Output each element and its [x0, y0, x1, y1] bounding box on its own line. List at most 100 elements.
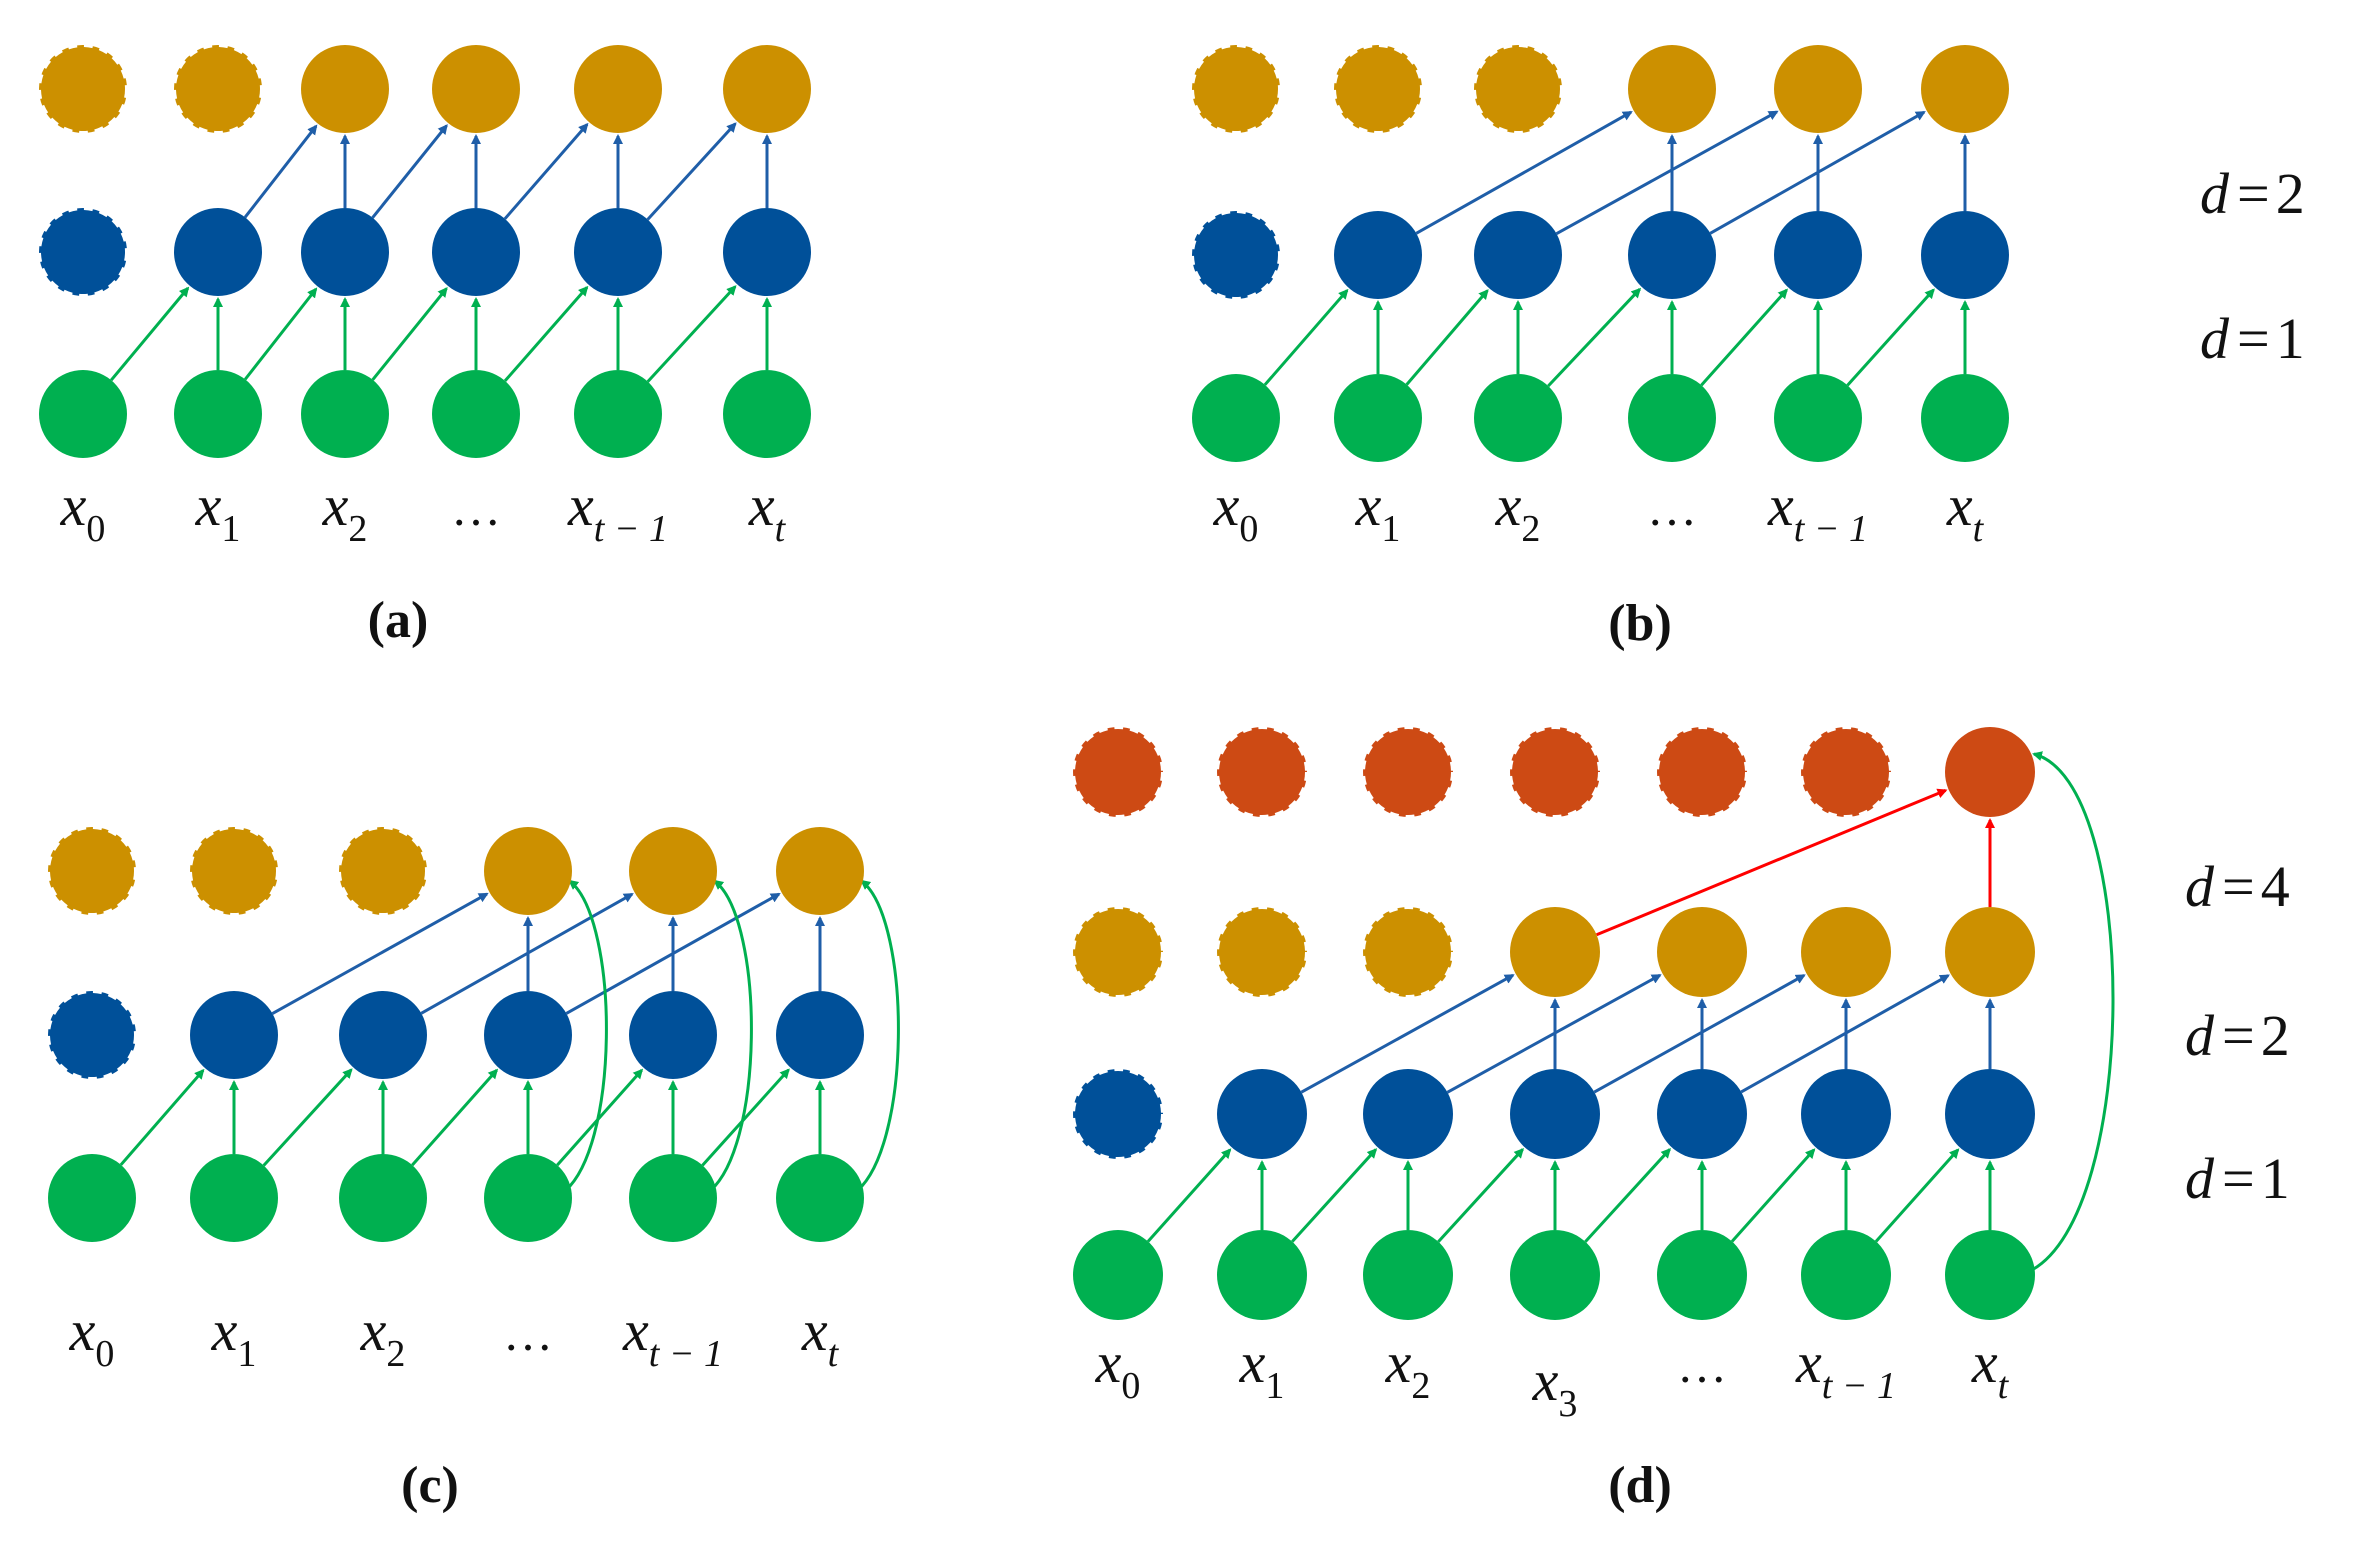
layer2-node-0 [1190, 43, 1282, 135]
caption-c: (c) [401, 1457, 459, 1514]
layer3-node-2 [1361, 725, 1455, 819]
edge-hid-diag-4 [1555, 110, 1779, 236]
input-node-1 [174, 370, 262, 458]
edge-in-diag-6 [1874, 1148, 1960, 1243]
caption-d: (d) [1608, 1457, 1672, 1514]
layer2-node-1 [1332, 43, 1424, 135]
layer2-node-0 [37, 43, 129, 135]
layer1-node-4 [1657, 1069, 1747, 1159]
input-node-2 [1474, 374, 1562, 462]
edge-top-diag [1596, 788, 1948, 937]
edge-in-diag-3 [1547, 287, 1642, 388]
layer1-node-6 [1945, 1069, 2035, 1159]
layer1-node-1 [174, 208, 262, 296]
layer1-node-2 [1474, 211, 1562, 299]
edge-hid-diag-5 [646, 122, 737, 221]
edge-in-diag-1 [119, 1068, 205, 1166]
input-node-4 [629, 1154, 717, 1242]
input-label-3: … [1647, 480, 1697, 536]
layer1-node-3 [432, 208, 520, 296]
layer1-node-2 [301, 208, 389, 296]
input-node-1 [1334, 374, 1422, 462]
layer2-node-4 [1774, 45, 1862, 133]
input-label-3: … [503, 1305, 553, 1361]
layer2-node-6 [1945, 907, 2035, 997]
input-label-0: x0 [1213, 473, 1259, 550]
edge-in-diag-2 [243, 287, 318, 381]
edge-hid-diag-5 [1709, 110, 1926, 235]
layer1-node-5 [723, 208, 811, 296]
layer2-node-1 [1215, 905, 1309, 999]
layer2-node-4 [629, 827, 717, 915]
input-node-3 [484, 1154, 572, 1242]
layer1-node-5 [1921, 211, 2009, 299]
layer2-node-2 [301, 45, 389, 133]
caption-b: (b) [1608, 595, 1672, 652]
edge-in-diag-5 [1846, 288, 1935, 387]
edge-hid-diag-3 [1300, 973, 1515, 1094]
input-node-1 [190, 1154, 278, 1242]
input-label-1: x1 [211, 1298, 257, 1375]
layer2-node-5 [1801, 907, 1891, 997]
layer1-node-3 [484, 991, 572, 1079]
svg-text:d=1: d=1 [2200, 306, 2305, 371]
layer1-node-4 [574, 208, 662, 296]
input-label-1: x1 [1239, 1330, 1285, 1407]
layer2-node-5 [1921, 45, 2009, 133]
edge-in-diag-1 [1146, 1148, 1232, 1243]
edge-in-diag-4 [503, 285, 589, 382]
layer2-node-3 [1510, 907, 1600, 997]
input-node-1 [1217, 1230, 1307, 1320]
input-label-4: xt − 1 [567, 473, 668, 550]
input-label-3: … [451, 480, 501, 536]
input-label-0: x0 [60, 473, 106, 550]
layer2-node-4 [574, 45, 662, 133]
svg-text:d=4: d=4 [2185, 854, 2290, 919]
input-node-0 [1192, 374, 1280, 462]
layer3-node-4 [1655, 725, 1749, 819]
layer2-node-3 [1628, 45, 1716, 133]
layer1-node-5 [1801, 1069, 1891, 1159]
residual-skip-long [2029, 751, 2115, 1273]
residual-skip-4 [705, 879, 753, 1196]
input-label-6: xt [1971, 1330, 2010, 1407]
layer2-node-1 [172, 43, 264, 135]
input-node-2 [339, 1154, 427, 1242]
input-node-6 [1945, 1230, 2035, 1320]
edge-hid-diag-3 [271, 892, 489, 1015]
edge-in-diag-4 [1584, 1147, 1671, 1243]
layer2-node-2 [337, 825, 429, 917]
edge-in-diag-2 [1291, 1148, 1378, 1243]
input-label-2: x2 [322, 473, 368, 550]
layer1-node-0 [37, 206, 129, 298]
svg-text:d=1: d=1 [2185, 1146, 2290, 1211]
layer3-node-1 [1215, 725, 1309, 819]
layer3-node-3 [1508, 725, 1602, 819]
layer1-node-2 [339, 991, 427, 1079]
layer3-node-5 [1799, 725, 1893, 819]
input-node-5 [723, 370, 811, 458]
input-node-0 [48, 1154, 136, 1242]
input-label-1: x1 [1355, 473, 1401, 550]
edge-in-diag-2 [1405, 289, 1489, 386]
dilation-label-d-d2: d=2 [2185, 1003, 2290, 1068]
layer1-node-0 [1071, 1067, 1165, 1161]
dilation-label-b-d1: d=1 [2200, 306, 2305, 371]
edge-in-diag-3 [371, 286, 448, 381]
edge-in-diag-3 [411, 1068, 499, 1167]
layer2-node-5 [723, 45, 811, 133]
edge-hid-diag-4 [420, 892, 634, 1015]
input-label-5: xt [748, 473, 787, 550]
input-node-0 [1073, 1230, 1163, 1320]
input-label-4: xt − 1 [1767, 473, 1868, 550]
layer3-node-0 [1071, 725, 1165, 819]
svg-text:d=2: d=2 [2185, 1003, 2290, 1068]
input-label-2: x2 [360, 1298, 406, 1375]
input-node-5 [776, 1154, 864, 1242]
input-label-2: x2 [1495, 473, 1541, 550]
layer2-node-2 [1472, 43, 1564, 135]
